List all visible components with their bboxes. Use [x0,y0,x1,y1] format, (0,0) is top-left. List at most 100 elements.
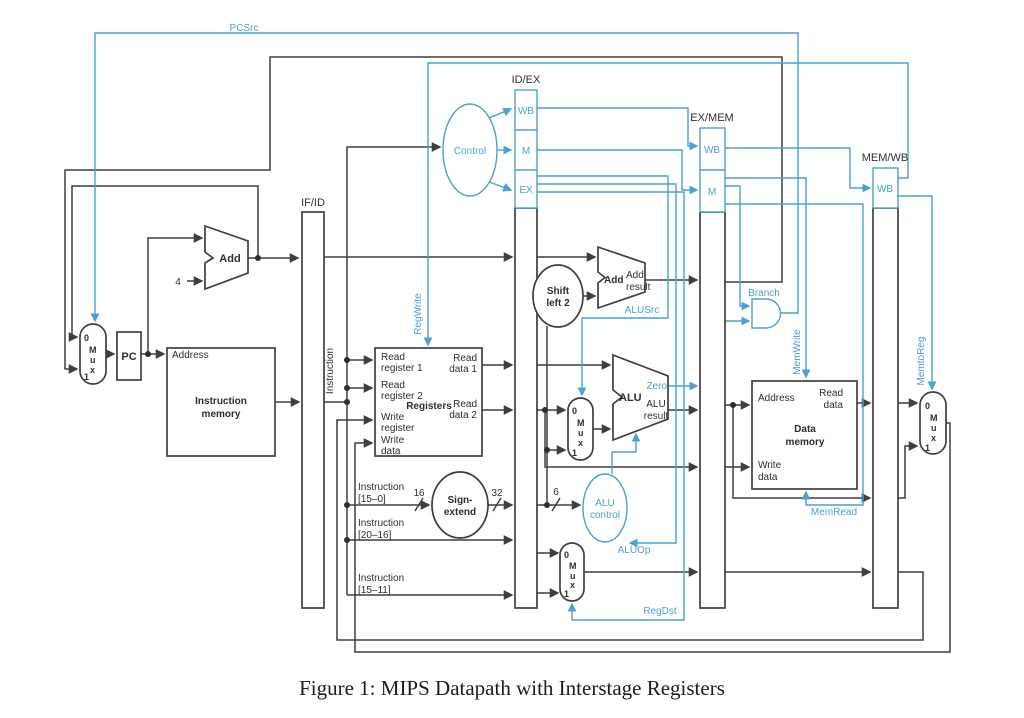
wbmux-m: M [930,413,938,423]
instruction-bus-label: Instruction [325,348,336,394]
ex-mem-register: EX/MEM WB M [690,112,734,609]
dmem-read-l2: data [824,400,844,411]
alusrc-mux: 0 M u x 1 [567,397,594,461]
regwrite-label: RegWrite [413,293,424,335]
wire-alusrc [537,175,669,397]
read-data2-l1: Read [453,399,477,410]
pc-register: PC [116,331,142,381]
zero-label: Zero [646,381,667,392]
imem-title-1: Instruction [195,396,247,407]
instr-2016-l1: Instruction [358,518,404,529]
memread-label: MemRead [811,507,857,518]
idex-ex-label: EX [519,185,533,196]
wire-aluresult-to-memwb [732,405,872,503]
instr-150-l1: Instruction [358,482,404,493]
fetch-adder: Add 4 [175,224,249,291]
instruction-memory: Address Instruction memory [166,347,276,457]
exmem-wb-label: WB [704,145,720,156]
pcmux-m: M [89,345,97,355]
id-ex-label: ID/EX [512,74,541,86]
add-result-l1: Add [626,270,644,281]
registers-unit: Read register 1 Read register 2 Write re… [374,347,483,457]
alu-result-l2: result [644,411,669,422]
mem-wb-register: MEM/WB WB [862,152,908,609]
fetch-add-label: Add [219,253,240,265]
if-id-register: IF/ID [301,197,325,609]
control-unit: Control [442,103,498,197]
wire-writedata-return [354,422,951,653]
sign-extend-l1: Sign- [448,495,473,506]
branch-add-label: Add [604,275,623,286]
pcmux-0: 0 [84,333,89,343]
instr-1511-l1: Instruction [358,573,404,584]
mem-wb-label: MEM/WB [862,152,908,164]
bus-width-16: 16 [413,488,425,499]
bit-slash-32 [492,497,502,512]
pc-source-mux: 0 M u x 1 [79,323,107,385]
alu-label: ALU [619,392,642,404]
branch-and-gate: Branch [748,288,782,329]
write-reg-l1: Write [381,412,405,423]
pcmux-1: 1 [84,372,89,382]
write-data-l2: data [381,446,401,457]
wire-memwrite [725,177,811,379]
idex-wb-label: WB [518,106,534,117]
wire-memtoreg [898,195,937,391]
memtoreg-mux: 0 M u x 1 [919,391,947,455]
wire-wb-exmem-to-memwb [725,147,872,193]
pcmux-u: u [90,355,96,365]
add-result-l2: result [626,282,651,293]
bit-slash-16 [414,497,424,512]
if-id-label: IF/ID [301,197,325,209]
read-reg2-l2: register 2 [381,391,423,402]
sign-extend-unit: Sign- extend [431,471,489,539]
wire-memread [725,203,864,506]
shift-left-2-unit: Shift left 2 [532,264,584,328]
imem-address-label: Address [172,350,209,361]
wire-m-idex-to-exmem [537,149,699,195]
shift-l1: Shift [547,286,570,297]
figure-caption: Figure 1: MIPS Datapath with Interstage … [299,676,725,700]
instr-150-l2: [15–0] [358,494,386,505]
sign-extend-l2: extend [444,507,476,518]
junction-dots [145,255,736,543]
branch-adder: Add Add result [597,245,651,310]
wire-instruction-bus [346,142,442,595]
instr-2016-l2: [20–16] [358,530,392,541]
wire-writereg-return [336,415,924,641]
alu-control-l2: control [590,510,620,521]
alumux-u: u [578,428,584,438]
regdstmux-1: 1 [564,589,569,599]
alu: ALU Zero ALU result [612,353,669,442]
dmem-write-l1: Write [758,460,782,471]
dmem-address-label: Address [758,393,795,404]
exmem-m-label: M [708,187,716,198]
regdst-label: RegDst [643,606,677,617]
wire-alucontrol-to-alu [611,432,641,474]
dmem-read-l1: Read [819,388,843,399]
regdst-mux: 0 M u x 1 [559,542,585,602]
wire-aluop [537,183,677,548]
control-label: Control [454,146,486,157]
wbmux-u: u [931,423,937,433]
wire-aluresult-to-wbmux1 [898,441,919,499]
dmem-title-2: memory [786,437,825,448]
read-data2-l2: data 2 [449,410,477,421]
branch-label: Branch [748,288,780,299]
idex-m-label: M [522,146,530,157]
wire-branch-to-and [725,185,751,311]
alumux-1: 1 [572,448,577,458]
control-wires [90,32,937,621]
memtoreg-label: MemtoReg [916,337,927,386]
dmem-title-1: Data [794,424,816,435]
read-data1-l1: Read [453,353,477,364]
alu-result-l1: ALU [646,399,665,410]
read-reg1-l1: Read [381,352,405,363]
id-ex-register: ID/EX WB M EX [512,74,541,609]
datapath-wires [64,56,951,653]
memwrite-label: MemWrite [792,329,803,375]
wire-wb-idex-to-exmem [537,107,699,151]
data-memory: Address Read data Data memory Write data [751,380,858,490]
wire-pc-to-add [147,233,204,354]
